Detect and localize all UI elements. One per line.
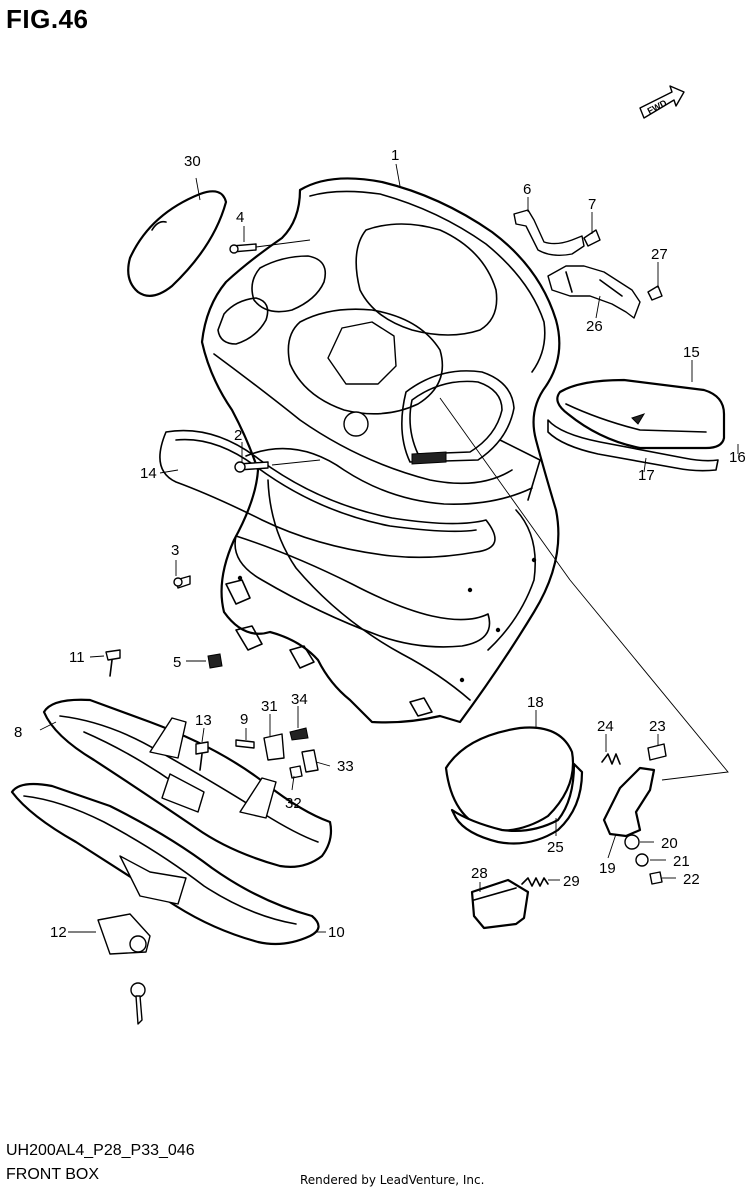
part-18-pad: [444, 726, 574, 832]
callout-18: 18: [527, 694, 544, 711]
callout-27: 27: [651, 246, 668, 263]
part-30-lid-cover: [127, 190, 228, 297]
callout-3: 3: [171, 542, 179, 559]
callout-31: 31: [261, 698, 278, 715]
callout-1: 1: [391, 147, 399, 164]
part-13-screw: [195, 741, 209, 771]
part-24-spring: [601, 753, 621, 765]
part-23-block: [647, 743, 667, 761]
callout-32: 32: [285, 795, 302, 812]
part-29-spring: [521, 877, 549, 887]
part-28-catch: [470, 878, 530, 930]
callout-25: 25: [547, 839, 564, 856]
callout-15: 15: [683, 344, 700, 361]
callout-28: 28: [471, 865, 488, 882]
part-14-seal-strip: [159, 429, 496, 648]
part-2-screw: [234, 461, 269, 473]
part-27-screw: [647, 285, 663, 301]
part-22-screw: [649, 871, 663, 885]
callout-6: 6: [523, 181, 531, 198]
callout-17: 17: [638, 467, 655, 484]
callout-8: 8: [14, 724, 22, 741]
callout-34: 34: [291, 691, 308, 708]
callout-5: 5: [173, 654, 181, 671]
render-credit: Rendered by LeadVenture, Inc.: [300, 1173, 485, 1187]
callout-labels: 1 2 3 4 5 6 7 8 9 10 11 12 13 14 15 16 1…: [14, 147, 746, 941]
callout-23: 23: [649, 718, 666, 735]
leader-lines: [39, 163, 739, 933]
callout-2: 2: [234, 427, 242, 444]
callout-7: 7: [588, 196, 596, 213]
part-34-cushion: [289, 727, 309, 741]
part-6-bracket: [513, 209, 585, 257]
callout-19: 19: [599, 860, 616, 877]
callout-4: 4: [236, 209, 244, 226]
part-32-nut: [289, 765, 303, 779]
part-11-screw: [105, 649, 121, 677]
callout-14: 14: [140, 465, 157, 482]
callout-33: 33: [337, 758, 354, 775]
part-12-lock-key: [97, 913, 151, 1025]
part-3-screw: [173, 575, 191, 589]
callout-21: 21: [673, 853, 690, 870]
fwd-arrow-icon: FWD: [639, 85, 685, 119]
part-25-pad-base: [450, 762, 584, 845]
part-5-nut: [207, 653, 223, 669]
part-9-screw: [235, 739, 255, 749]
part-20-bushing: [624, 834, 640, 850]
callout-30: 30: [184, 153, 201, 170]
part-33-clip: [301, 749, 319, 773]
part-17-lid-seal: [547, 419, 719, 472]
callout-26: 26: [586, 318, 603, 335]
callout-11: 11: [69, 649, 85, 666]
callout-12: 12: [50, 924, 67, 941]
part-21-washer: [635, 853, 649, 867]
diagram-name: FRONT BOX: [6, 1166, 100, 1183]
callout-20: 20: [661, 835, 678, 852]
part-8-lower-lid: [42, 698, 333, 868]
callout-29: 29: [563, 873, 580, 890]
callout-16: 16: [729, 449, 746, 466]
callout-24: 24: [597, 718, 614, 735]
part-26-hinge-bracket: [547, 265, 641, 319]
part-31-clip: [263, 733, 285, 761]
callout-13: 13: [195, 712, 212, 729]
part-15-inner-lid: [556, 378, 726, 450]
callout-10: 10: [328, 924, 345, 941]
callout-22: 22: [683, 871, 700, 888]
part-10-lid-outer: [10, 782, 320, 946]
figure-title: FIG.46: [6, 4, 89, 34]
callout-9: 9: [240, 711, 248, 728]
part-1-front-box-body: [200, 177, 561, 724]
diagram-code: UH200AL4_P28_P33_046: [6, 1142, 195, 1159]
part-19-latch-lever: [602, 766, 656, 838]
part-4-screw: [229, 243, 257, 254]
